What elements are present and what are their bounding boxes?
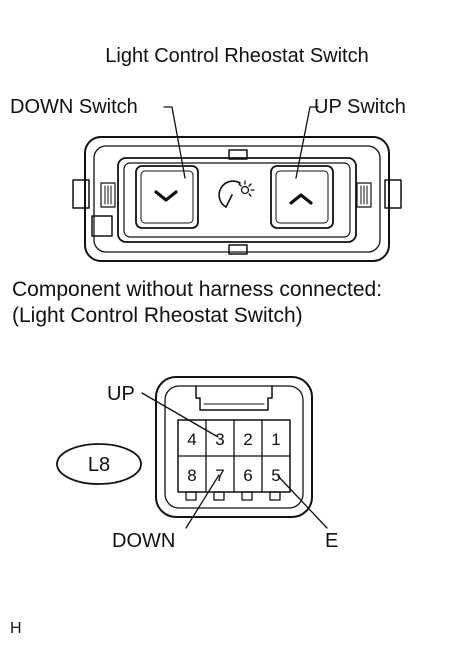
up-switch-label: UP Switch bbox=[314, 96, 406, 118]
bottom-tab bbox=[228, 244, 248, 255]
connector-id: L8 bbox=[88, 454, 110, 476]
chevron-up-icon bbox=[289, 193, 313, 205]
pin-8: 8 bbox=[187, 466, 196, 485]
caption-line-1: Component without harness connected: bbox=[12, 278, 382, 301]
up-button[interactable] bbox=[270, 165, 334, 229]
pin-1: 1 bbox=[271, 430, 280, 449]
pin-5: 5 bbox=[271, 466, 280, 485]
connector-id-badge: L8 bbox=[56, 443, 142, 485]
caption-line-2: (Light Control Rheostat Switch) bbox=[12, 304, 303, 327]
left-clip bbox=[72, 179, 90, 209]
right-clip bbox=[384, 179, 402, 209]
pin-3: 3 bbox=[215, 430, 224, 449]
locating-square bbox=[91, 215, 113, 237]
up-switch-leader bbox=[295, 106, 319, 179]
down-switch-label: DOWN Switch bbox=[10, 96, 138, 118]
corner-mark: H bbox=[10, 620, 22, 637]
callout-down: DOWN bbox=[112, 530, 175, 552]
right-grille bbox=[356, 182, 372, 208]
illumination-dimmer-icon bbox=[218, 180, 255, 208]
callout-up: UP bbox=[107, 383, 135, 405]
connector-latch bbox=[195, 385, 273, 411]
top-tab bbox=[228, 149, 248, 160]
callout-up-leader bbox=[141, 392, 219, 438]
pin-2: 2 bbox=[243, 430, 252, 449]
pin-7: 7 bbox=[215, 466, 224, 485]
down-button[interactable] bbox=[135, 165, 199, 229]
rheostat-switch-body bbox=[72, 136, 402, 262]
chevron-down-icon bbox=[154, 190, 178, 202]
callout-down-leader bbox=[185, 474, 220, 529]
callout-e: E bbox=[325, 530, 338, 552]
callout-e-leader bbox=[277, 475, 328, 529]
connector-l8 bbox=[155, 376, 313, 518]
left-grille bbox=[100, 182, 116, 208]
pin-4: 4 bbox=[187, 430, 196, 449]
pin-6: 6 bbox=[243, 466, 252, 485]
down-switch-leader bbox=[163, 106, 186, 179]
diagram-title: Light Control Rheostat Switch bbox=[105, 45, 368, 67]
